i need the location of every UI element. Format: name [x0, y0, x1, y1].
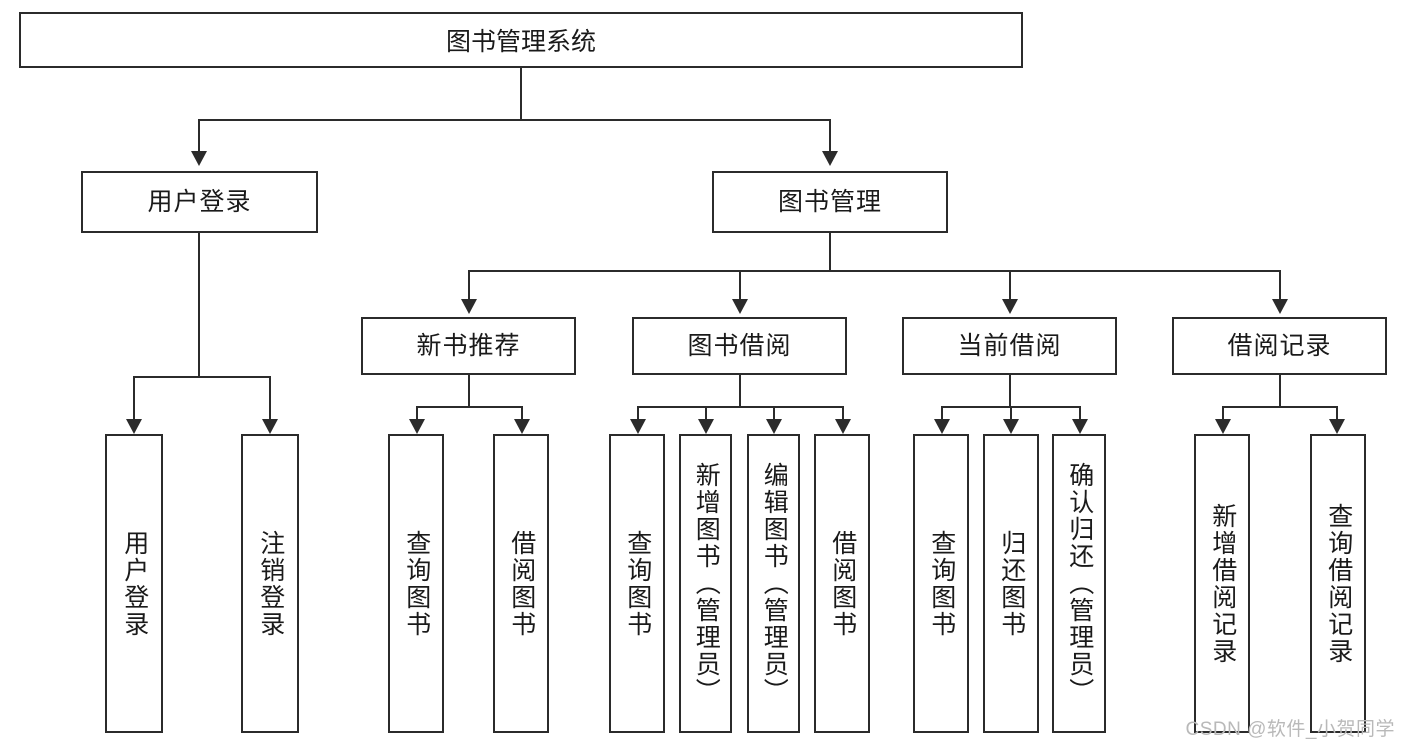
leaf-current-query-book[interactable]: 查询图书	[913, 434, 969, 733]
node-book-borrow[interactable]: 图书借阅	[632, 317, 847, 375]
node-label: 查询图书	[402, 529, 431, 638]
leaf-current-confirm-return-admin[interactable]: 确认归还（管理员）	[1052, 434, 1106, 733]
connector-level2-drop-3	[1009, 270, 1011, 300]
node-label: 图书管理系统	[445, 28, 596, 56]
connector-book-borrow-drop-3	[773, 406, 775, 420]
arrow-new-book-leaf-1	[409, 419, 425, 434]
node-label: 新增图书（管理员）	[692, 462, 721, 705]
node-label: 归还图书	[997, 529, 1026, 638]
arrow-user-login-leaf-1	[126, 419, 142, 434]
connector-borrow-record-stem	[1279, 375, 1281, 407]
watermark-text: CSDN @软件_小贺同学	[1185, 719, 1395, 740]
arrow-user-login-leaf-2	[262, 419, 278, 434]
arrow-level2-book-borrow	[732, 299, 748, 314]
node-root-system[interactable]: 图书管理系统	[19, 12, 1023, 68]
node-label: 当前借阅	[957, 331, 1062, 360]
connector-current-borrow-drop-2	[1010, 406, 1012, 420]
connector-book-borrow-stem	[739, 375, 741, 407]
connector-level2-drop-2	[739, 270, 741, 300]
connector-new-book-stem	[468, 375, 470, 407]
connector-book-borrow-drop-1	[637, 406, 639, 420]
connector-user-login-stem	[198, 233, 200, 377]
arrow-current-borrow-leaf-1	[934, 419, 950, 434]
leaf-record-add[interactable]: 新增借阅记录	[1194, 434, 1250, 733]
connector-current-borrow-drop-1	[941, 406, 943, 420]
leaf-borrow-borrow-book[interactable]: 借阅图书	[814, 434, 870, 733]
node-book-management[interactable]: 图书管理	[712, 171, 948, 233]
connector-borrow-record-bus	[1222, 406, 1337, 408]
node-user-login[interactable]: 用户登录	[81, 171, 318, 233]
arrow-level2-new-book	[461, 299, 477, 314]
connector-book-manage-stem	[829, 233, 831, 271]
connector-new-book-drop-1	[416, 406, 418, 420]
leaf-new-book-borrow[interactable]: 借阅图书	[493, 434, 549, 733]
connector-user-login-bus	[133, 376, 270, 378]
connector-level2-bus	[468, 270, 1279, 272]
node-label: 借阅图书	[507, 529, 536, 638]
connector-root-bus	[198, 119, 831, 121]
node-label: 编辑图书（管理员）	[760, 462, 789, 705]
connector-new-book-bus	[416, 406, 522, 408]
leaf-borrow-edit-book-admin[interactable]: 编辑图书（管理员）	[747, 434, 800, 733]
node-new-book-recommend[interactable]: 新书推荐	[361, 317, 576, 375]
node-label: 用户登录	[147, 187, 252, 216]
leaf-borrow-query-book[interactable]: 查询图书	[609, 434, 665, 733]
arrow-level2-borrow-record	[1272, 299, 1288, 314]
arrow-root-to-user-login	[191, 151, 207, 166]
leaf-user-logout[interactable]: 注销登录	[241, 434, 299, 733]
arrow-new-book-leaf-2	[514, 419, 530, 434]
connector-new-book-drop-2	[521, 406, 523, 420]
connector-borrow-record-drop-1	[1222, 406, 1224, 420]
connector-current-borrow-drop-3	[1079, 406, 1081, 420]
connector-root-stem	[520, 68, 522, 120]
node-label: 图书管理	[777, 187, 882, 216]
node-label: 借阅图书	[828, 529, 857, 638]
node-label: 新增借阅记录	[1208, 502, 1237, 665]
arrow-book-borrow-leaf-3	[766, 419, 782, 434]
arrow-book-borrow-leaf-4	[835, 419, 851, 434]
connector-root-to-book-manage	[829, 119, 831, 151]
arrow-root-to-book-manage	[822, 151, 838, 166]
connector-borrow-record-drop-2	[1336, 406, 1338, 420]
connector-user-login-drop-1	[133, 376, 135, 420]
node-label: 新书推荐	[416, 331, 521, 360]
node-label: 用户登录	[120, 529, 149, 638]
node-label: 借阅记录	[1227, 331, 1332, 360]
connector-level2-drop-1	[468, 270, 470, 300]
node-label: 查询图书	[623, 529, 652, 638]
connector-level2-drop-4	[1279, 270, 1281, 300]
node-label: 查询图书	[927, 529, 956, 638]
arrow-book-borrow-leaf-1	[630, 419, 646, 434]
leaf-new-book-query[interactable]: 查询图书	[388, 434, 444, 733]
leaf-current-return-book[interactable]: 归还图书	[983, 434, 1039, 733]
node-current-borrow[interactable]: 当前借阅	[902, 317, 1117, 375]
arrow-borrow-record-leaf-1	[1215, 419, 1231, 434]
arrow-current-borrow-leaf-3	[1072, 419, 1088, 434]
connector-root-to-user-login	[198, 119, 200, 151]
node-borrow-record[interactable]: 借阅记录	[1172, 317, 1387, 375]
connector-user-login-drop-2	[269, 376, 271, 420]
leaf-record-query[interactable]: 查询借阅记录	[1310, 434, 1366, 733]
node-label: 确认归还（管理员）	[1065, 462, 1094, 705]
arrow-borrow-record-leaf-2	[1329, 419, 1345, 434]
connector-book-borrow-drop-4	[842, 406, 844, 420]
node-label: 查询借阅记录	[1324, 502, 1353, 665]
arrow-current-borrow-leaf-2	[1003, 419, 1019, 434]
node-label: 图书借阅	[687, 331, 792, 360]
leaf-user-login[interactable]: 用户登录	[105, 434, 163, 733]
connector-current-borrow-stem	[1009, 375, 1011, 407]
connector-book-borrow-bus	[637, 406, 843, 408]
node-label: 注销登录	[256, 529, 285, 638]
connector-book-borrow-drop-2	[705, 406, 707, 420]
arrow-book-borrow-leaf-2	[698, 419, 714, 434]
leaf-borrow-add-book-admin[interactable]: 新增图书（管理员）	[679, 434, 732, 733]
arrow-level2-current-borrow	[1002, 299, 1018, 314]
